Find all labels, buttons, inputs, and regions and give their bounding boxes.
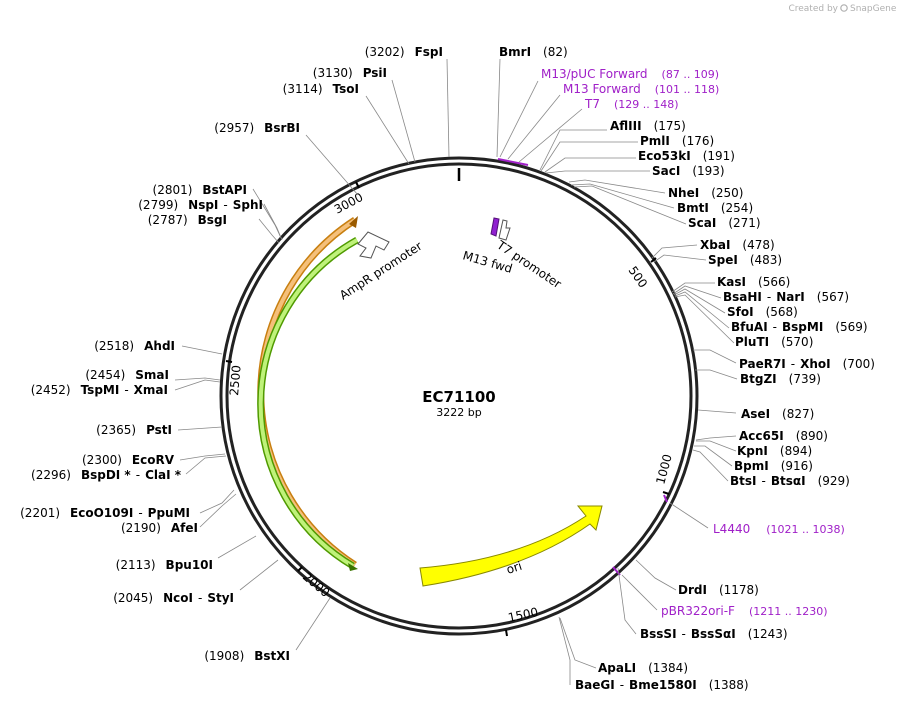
- site-label: (2045)NcoI-StyI: [113, 591, 234, 605]
- site-label: BpmI(916): [734, 459, 813, 473]
- site-label: Acc65I(890): [739, 429, 828, 443]
- primer-label: M13/pUC Forward(87 .. 109): [541, 67, 719, 81]
- site-label: (3202)FspI: [365, 45, 443, 59]
- tick-1000: 1000: [653, 453, 674, 486]
- site-label: (2787)BsgI: [148, 213, 227, 227]
- site-label: (2454)SmaI: [85, 368, 169, 382]
- ori-arrow: [419, 505, 603, 587]
- site-label: (2365)PstI: [96, 423, 172, 437]
- tick-500: 500: [626, 264, 651, 291]
- site-label: (3114)TsoI: [283, 82, 359, 96]
- t7-promoter-arrow: [498, 219, 511, 241]
- site-label: BmrI(82): [499, 45, 568, 59]
- site-label: AflIII(175): [610, 119, 686, 133]
- site-label: BtgZI(739): [740, 372, 821, 386]
- site-label: BtsI-BtsαI(929): [730, 474, 850, 488]
- site-label: PmlI(176): [640, 134, 714, 148]
- site-label: PluTI(570): [735, 335, 813, 349]
- site-label: BssSI-BssSαI(1243): [640, 627, 788, 641]
- site-label: BsaHI-NarI(567): [723, 290, 849, 304]
- site-label: (2113)Bpu10I: [116, 558, 213, 572]
- site-label: NheI(250): [668, 186, 743, 200]
- ori-label: ori: [505, 559, 524, 577]
- site-label: (2957)BsrBI: [214, 121, 300, 135]
- primer-label: L4440(1021 .. 1038): [713, 522, 845, 536]
- site-label: Eco53kI(191): [638, 149, 735, 163]
- tick-1500: 1500: [507, 605, 540, 625]
- site-label: (2452)TspMI-XmaI: [31, 383, 168, 397]
- site-label: KpnI(894): [737, 444, 812, 458]
- credit-brand: SnapGene: [850, 4, 897, 14]
- site-label: BmtI(254): [677, 201, 753, 215]
- site-label: (2201)EcoO109I-PpuMI: [20, 506, 190, 520]
- site-label: SfoI(568): [727, 305, 798, 319]
- backbone: [219, 156, 699, 636]
- m13-fwd-marker: [490, 217, 500, 237]
- leader-lines: [174, 58, 738, 685]
- tick-2500: 2500: [227, 365, 244, 397]
- site-label: SpeI(483): [708, 253, 782, 267]
- site-label: BaeGI-Bme1580I(1388): [575, 678, 749, 692]
- site-label: (2296)BspDI *-ClaI *: [31, 468, 182, 482]
- primer-label: pBR322ori-F(1211 .. 1230): [661, 604, 828, 618]
- site-label: (3130)PsiI: [313, 66, 387, 80]
- site-label: (2518)AhdI: [94, 339, 175, 353]
- snapgene-logo-icon: [840, 4, 848, 12]
- site-label: (2799)NspI-SphI: [138, 198, 263, 212]
- sites-right: BmrI(82) M13/pUC Forward(87 .. 109) M13 …: [499, 45, 875, 692]
- orange-arrowhead-icon: [349, 216, 358, 228]
- site-label: (2801)BstAPI: [153, 183, 247, 197]
- site-label: (2300)EcoRV: [82, 453, 175, 467]
- primer-label: M13 Forward(101 .. 118): [563, 82, 719, 96]
- ampr-promoter-arrow: [357, 231, 390, 259]
- site-label: SacI(193): [652, 164, 725, 178]
- sites-left: (3202)FspI (3130)PsiI (3114)TsoI (2957)B…: [20, 45, 443, 663]
- plasmid-length: 3222 bp: [436, 406, 481, 419]
- site-label: XbaI(478): [700, 238, 775, 252]
- plasmid-name: EC71100: [422, 388, 495, 406]
- site-label: (1908)BstXI: [204, 649, 290, 663]
- green-arrowhead-icon: [348, 563, 358, 571]
- credit-prefix: Created by: [788, 4, 838, 14]
- tick-3000: 3000: [332, 190, 366, 217]
- site-label: PaeR7I-XhoI(700): [739, 357, 875, 371]
- site-label: KasI(566): [717, 275, 790, 289]
- features: AmpR promoter M13 fwd T7 promoter ori: [257, 158, 668, 587]
- site-label: AseI(827): [741, 407, 814, 421]
- site-label: ScaI(271): [688, 216, 761, 230]
- site-label: DrdI(1178): [678, 583, 759, 597]
- orange-feature-arc: [257, 217, 357, 568]
- site-label: ApaLI(1384): [598, 661, 688, 675]
- primer-label: T7(129 .. 148): [584, 97, 679, 111]
- site-label: BfuAI-BspMI(569): [731, 320, 868, 334]
- site-label: (2190)AfeI: [121, 521, 198, 535]
